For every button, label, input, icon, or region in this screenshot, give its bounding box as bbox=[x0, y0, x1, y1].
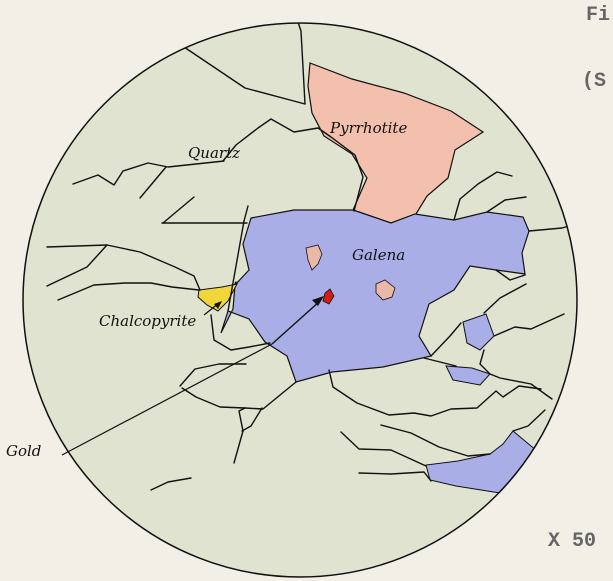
label-pyrrhotite: Pyrrhotite bbox=[329, 119, 407, 137]
label-chalcopyrite: Chalcopyrite bbox=[99, 312, 196, 330]
label-quartz: Quartz bbox=[188, 144, 240, 162]
grain-boundaries bbox=[46, 23, 577, 491]
gold-grain bbox=[322, 288, 335, 305]
magnification-text: X 50 bbox=[548, 530, 596, 553]
field-of-view-circle bbox=[22, 22, 578, 578]
galena-fragment-lower bbox=[445, 365, 491, 386]
gold-leader-line bbox=[61, 343, 273, 456]
chalcopyrite-arrowhead bbox=[214, 301, 222, 309]
gold-arrow-line bbox=[271, 300, 321, 345]
galena-grain bbox=[220, 209, 530, 383]
galena-fragment-right bbox=[462, 313, 495, 351]
chalcopyrite-grain bbox=[197, 283, 238, 312]
figure-text: Fi bbox=[586, 4, 610, 27]
pyrrhotite-inclusion-left bbox=[305, 244, 323, 271]
label-galena: Galena bbox=[352, 246, 405, 264]
gold-arrowhead bbox=[312, 296, 324, 306]
label-gold: Gold bbox=[6, 442, 41, 460]
paren-text: (S bbox=[582, 70, 606, 93]
pyrrhotite-inclusion-right bbox=[375, 279, 396, 301]
